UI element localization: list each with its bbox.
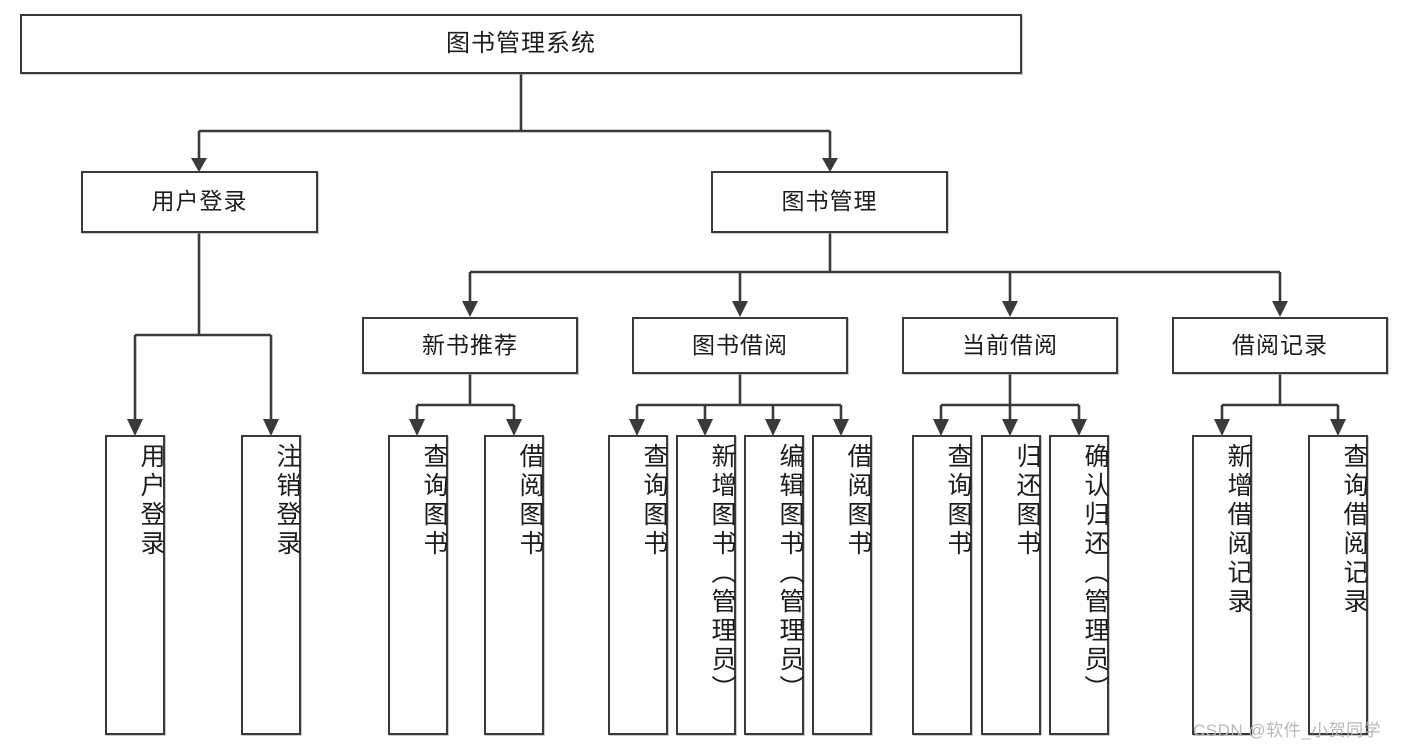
arrowhead-borrow-record (1272, 301, 1288, 317)
leaf-nb-query-book[interactable]: 查询图书 (388, 435, 448, 735)
node-label: 借阅图书 (516, 443, 544, 559)
leaf-bb-add-book-admin[interactable]: 新增图书（管理员） (676, 435, 736, 735)
node-label: 查询图书 (944, 443, 972, 559)
node-label: 新增图书（管理员） (708, 443, 736, 704)
node-label: 查询图书 (420, 443, 448, 559)
leaf-bb-edit-book-admin[interactable]: 编辑图书（管理员） (744, 435, 804, 735)
node-label: 查询借阅记录 (1340, 443, 1368, 617)
node-borrow-record[interactable]: 借阅记录 (1172, 317, 1388, 374)
node-label: 归还图书 (1013, 443, 1041, 559)
arrowhead-bb-leaf-2 (697, 419, 713, 436)
node-label: 确认归还（管理员） (1081, 443, 1109, 704)
leaf-br-add-record[interactable]: 新增借阅记录 (1192, 435, 1252, 735)
arrowhead-br-leaf-2 (1330, 419, 1346, 436)
node-current-borrow[interactable]: 当前借阅 (902, 317, 1118, 374)
leaf-cb-query-book[interactable]: 查询图书 (912, 435, 972, 735)
arrowhead-book-manage (822, 158, 838, 172)
node-label: 用户登录 (151, 188, 248, 215)
leaf-bb-query-book[interactable]: 查询图书 (608, 435, 668, 735)
node-label: 图书管理系统 (446, 29, 596, 57)
node-label: 查询图书 (640, 443, 668, 559)
node-label: 编辑图书（管理员） (776, 443, 804, 704)
node-label: 图书管理 (781, 188, 878, 215)
arrowhead-cb-leaf-3 (1071, 419, 1087, 436)
node-label: 借阅图书 (844, 443, 872, 559)
leaf-cb-confirm-return-admin[interactable]: 确认归还（管理员） (1049, 435, 1109, 735)
leaf-nb-borrow-book[interactable]: 借阅图书 (484, 435, 544, 735)
node-book-borrow[interactable]: 图书借阅 (632, 317, 848, 374)
node-label: 注销登录 (273, 443, 301, 559)
leaf-logout[interactable]: 注销登录 (241, 435, 301, 735)
node-label: 用户登录 (137, 443, 165, 559)
leaf-cb-return-book[interactable]: 归还图书 (981, 435, 1041, 735)
arrowhead-current-borrow (1002, 301, 1018, 317)
arrowhead-leaf-user-login (127, 419, 143, 436)
arrowhead-bb-leaf-3 (765, 419, 781, 436)
arrowhead-cb-leaf-1 (933, 419, 949, 436)
arrowhead-leaf-logout (263, 419, 279, 436)
arrowhead-book-borrow (732, 301, 748, 317)
node-user-login[interactable]: 用户登录 (81, 171, 318, 233)
arrowhead-new-book (462, 301, 478, 317)
arrowhead-nb-leaf-2 (506, 419, 522, 436)
node-label: 当前借阅 (962, 331, 1058, 358)
leaf-bb-borrow-book[interactable]: 借阅图书 (812, 435, 872, 735)
node-new-book-recommend[interactable]: 新书推荐 (362, 317, 578, 374)
arrowhead-bb-leaf-1 (629, 419, 645, 436)
node-label: 新增借阅记录 (1224, 443, 1252, 617)
node-root-system[interactable]: 图书管理系统 (20, 14, 1022, 74)
arrowhead-bb-leaf-4 (833, 419, 849, 436)
node-label: 新书推荐 (422, 331, 518, 358)
arrowhead-cb-leaf-2 (1002, 419, 1018, 436)
arrowhead-nb-leaf-1 (409, 419, 425, 436)
node-label: 借阅记录 (1232, 331, 1328, 358)
leaf-br-query-record[interactable]: 查询借阅记录 (1308, 435, 1368, 735)
arrowhead-user-login (191, 158, 207, 172)
arrowhead-br-leaf-1 (1214, 419, 1230, 436)
leaf-user-login[interactable]: 用户登录 (105, 435, 165, 735)
node-book-management[interactable]: 图书管理 (711, 171, 948, 233)
node-label: 图书借阅 (692, 331, 788, 358)
